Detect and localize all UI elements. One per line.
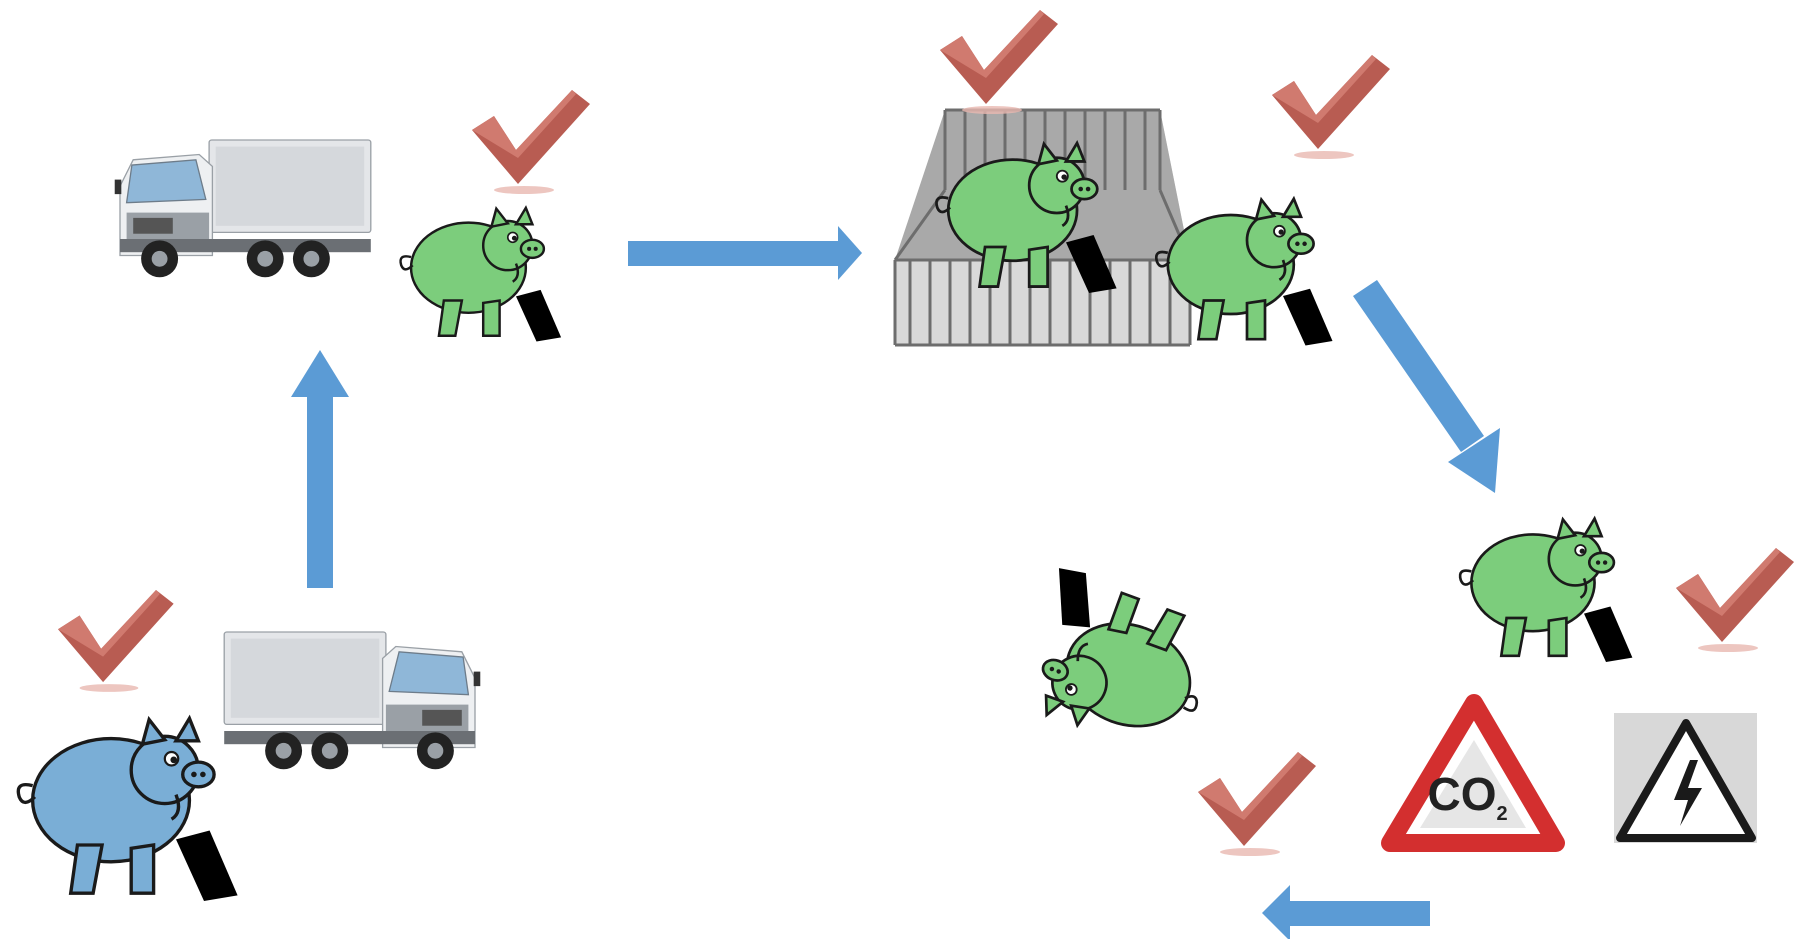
co2-sign-text: CO	[1428, 768, 1497, 820]
check-icon	[1272, 55, 1390, 159]
step-stunned	[1008, 562, 1316, 856]
pig-icon	[1458, 517, 1634, 664]
check-icon	[472, 90, 590, 194]
step-farm-loading	[16, 590, 481, 903]
step-transport-unloading	[114, 90, 590, 343]
co2-warning-icon: CO 2	[1381, 694, 1565, 852]
check-icon	[58, 590, 174, 692]
arrow-left	[1262, 885, 1430, 939]
high-voltage-icon	[1614, 713, 1757, 843]
arrow-up	[291, 350, 349, 588]
step-stunning	[1458, 517, 1794, 664]
arrow-right	[628, 226, 862, 280]
pig-icon	[16, 716, 240, 903]
truck-icon	[114, 139, 372, 278]
co2-sign-subscript: 2	[1496, 803, 1507, 825]
pig-icon	[1008, 562, 1228, 764]
check-icon	[940, 10, 1058, 114]
arrow-diagonal-down	[1353, 280, 1500, 493]
check-icon	[1198, 752, 1316, 856]
step-drive-to-stunning	[1154, 55, 1390, 347]
truck-icon	[223, 631, 481, 770]
check-icon	[1676, 548, 1794, 652]
pig-icon	[399, 206, 563, 343]
step-lairage-pen	[893, 10, 1192, 347]
